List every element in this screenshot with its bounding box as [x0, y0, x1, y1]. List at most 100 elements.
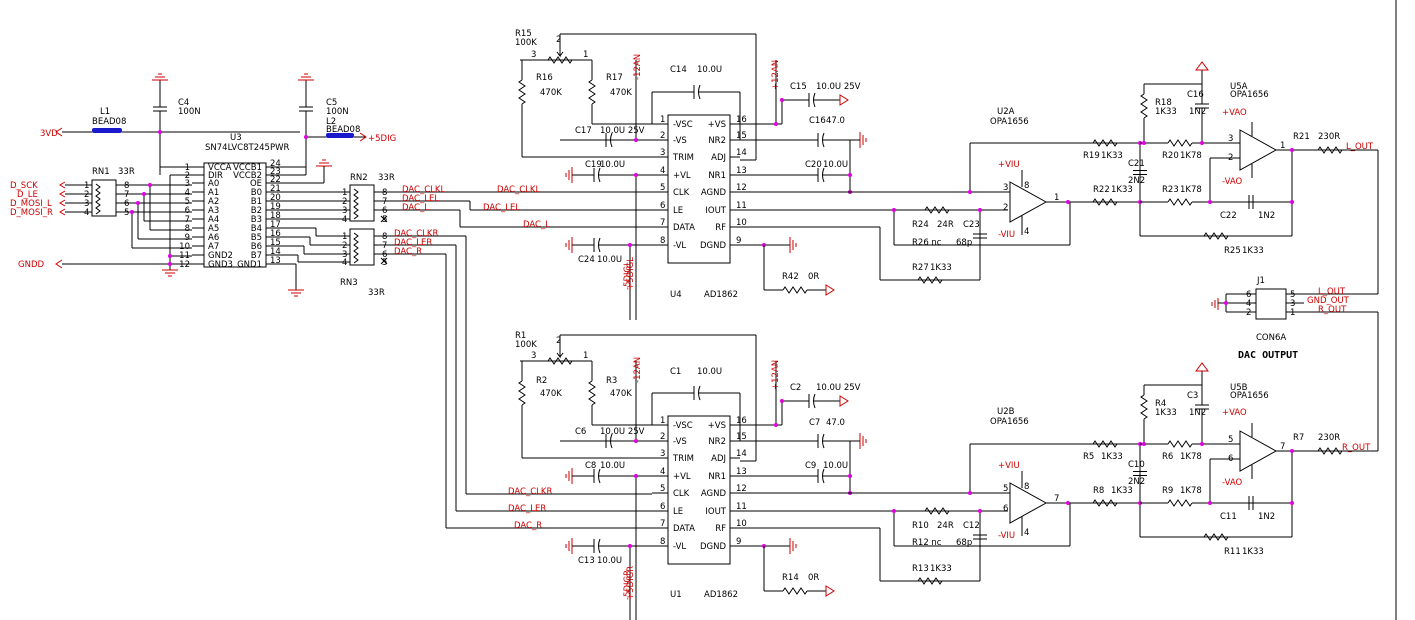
svg-text:7: 7 [660, 218, 665, 228]
svg-text:1: 1 [84, 181, 89, 191]
svg-text:7: 7 [382, 241, 387, 251]
svg-text:R27: R27 [912, 263, 929, 273]
svg-text:3: 3 [531, 351, 536, 361]
svg-text:470K: 470K [610, 88, 632, 98]
svg-text:68p: 68p [956, 538, 972, 548]
svg-text:DAC_CLKR: DAC_CLKR [508, 487, 552, 497]
svg-text:B3: B3 [251, 215, 262, 225]
svg-text:VCCB2: VCCB2 [233, 171, 262, 181]
svg-text:C10: C10 [1128, 460, 1145, 470]
svg-text:8: 8 [1024, 181, 1029, 191]
svg-text:2: 2 [342, 197, 347, 207]
svg-text:10.0U: 10.0U [697, 65, 722, 75]
svg-text:8: 8 [185, 224, 190, 234]
svg-text:21: 21 [270, 184, 281, 194]
svg-text:C16: C16 [809, 116, 826, 126]
svg-text:+5DIGR: +5DIGR [626, 566, 636, 600]
net-labels: 3VDD_SCKD_LED_MOSI_LD_MOSI_RGNDD+5DIGDAC… [10, 54, 1374, 600]
svg-text:2: 2 [660, 432, 665, 442]
svg-text:19: 19 [270, 202, 281, 212]
svg-text:12: 12 [736, 484, 747, 494]
svg-text:IOUT: IOUT [705, 507, 726, 517]
svg-text:U1: U1 [670, 590, 682, 600]
svg-text:1N2: 1N2 [1258, 512, 1275, 522]
svg-text:C5: C5 [326, 98, 337, 108]
svg-text:R19: R19 [1083, 151, 1100, 161]
svg-text:14: 14 [270, 247, 281, 257]
svg-text:C1: C1 [670, 367, 681, 377]
svg-text:A4: A4 [208, 215, 219, 225]
svg-text:C16: C16 [1187, 90, 1204, 100]
svg-text:A5: A5 [208, 224, 219, 234]
svg-text:DATA: DATA [673, 223, 695, 233]
svg-text:GND_OUT: GND_OUT [1307, 296, 1350, 306]
svg-text:5: 5 [1228, 435, 1233, 445]
svg-text:-12AN: -12AN [633, 54, 643, 80]
svg-text:C3: C3 [1187, 391, 1198, 401]
svg-text:1K33: 1K33 [1155, 408, 1177, 418]
svg-text:R26 nc: R26 nc [912, 238, 942, 248]
svg-text:17: 17 [270, 220, 281, 230]
svg-text:A0: A0 [208, 179, 219, 189]
svg-text:1K78: 1K78 [1180, 452, 1202, 462]
svg-text:16: 16 [736, 115, 747, 125]
svg-text:2: 2 [660, 131, 665, 141]
svg-text:4: 4 [660, 166, 665, 176]
svg-text:7: 7 [185, 215, 190, 225]
svg-text:7: 7 [1054, 494, 1059, 504]
svg-text:-VIU: -VIU [998, 230, 1015, 240]
svg-text:10: 10 [736, 519, 747, 529]
svg-text:C23: C23 [963, 220, 980, 230]
svg-text:1: 1 [583, 351, 588, 361]
svg-text:A1: A1 [208, 188, 219, 198]
svg-text:U5A: U5A [1230, 82, 1248, 92]
svg-text:-VSC: -VSC [673, 120, 693, 130]
svg-text:R7: R7 [1293, 433, 1304, 443]
svg-text:9: 9 [736, 537, 741, 547]
svg-text:1: 1 [660, 115, 665, 125]
svg-text:R23: R23 [1162, 185, 1179, 195]
svg-text:U2B: U2B [997, 407, 1015, 417]
svg-text:1K33: 1K33 [1242, 246, 1264, 256]
bead-l1 [92, 128, 300, 133]
svg-text:L_OUT: L_OUT [1318, 287, 1346, 297]
svg-text:1N2: 1N2 [1258, 211, 1275, 221]
svg-text:5: 5 [382, 258, 387, 268]
svg-text:+VAO: +VAO [1222, 408, 1247, 418]
svg-text:2: 2 [556, 35, 561, 45]
svg-text:10: 10 [179, 242, 190, 252]
svg-text:DIR: DIR [208, 171, 223, 181]
svg-text:6: 6 [382, 206, 387, 216]
svg-text:14: 14 [736, 148, 747, 158]
svg-text:IOUT: IOUT [705, 206, 726, 216]
svg-text:DGND: DGND [700, 542, 726, 552]
svg-text:10.0U: 10.0U [600, 461, 625, 471]
rn1-u3-wiring [116, 130, 308, 277]
svg-text:2: 2 [556, 336, 561, 346]
svg-text:-12AN: -12AN [633, 357, 643, 383]
svg-text:6: 6 [1228, 454, 1233, 464]
svg-text:100K: 100K [515, 38, 537, 48]
svg-text:B6: B6 [251, 242, 262, 252]
svg-text:3: 3 [1228, 134, 1233, 144]
svg-text:6: 6 [124, 199, 129, 209]
svg-text:DAC_LER: DAC_LER [508, 504, 546, 514]
svg-text:4: 4 [1024, 227, 1029, 237]
svg-text:RF: RF [715, 524, 726, 534]
svg-text:470K: 470K [610, 389, 632, 399]
svg-text:5: 5 [1003, 484, 1008, 494]
svg-text:100K: 100K [515, 340, 537, 350]
svg-text:+VIU: +VIU [998, 461, 1020, 471]
svg-text:DAC_CLKL: DAC_CLKL [497, 185, 540, 195]
svg-text:-VAO: -VAO [1222, 177, 1243, 187]
svg-text:R9: R9 [1162, 486, 1173, 496]
svg-text:1: 1 [660, 416, 665, 426]
svg-text:1N2: 1N2 [1189, 408, 1206, 418]
svg-text:OPA1656: OPA1656 [990, 117, 1029, 127]
svg-text:1K33: 1K33 [1101, 452, 1123, 462]
svg-text:C8: C8 [585, 461, 596, 471]
svg-text:7: 7 [382, 197, 387, 207]
svg-text:U5B: U5B [1230, 383, 1248, 393]
svg-text:10.0U: 10.0U [597, 255, 622, 265]
